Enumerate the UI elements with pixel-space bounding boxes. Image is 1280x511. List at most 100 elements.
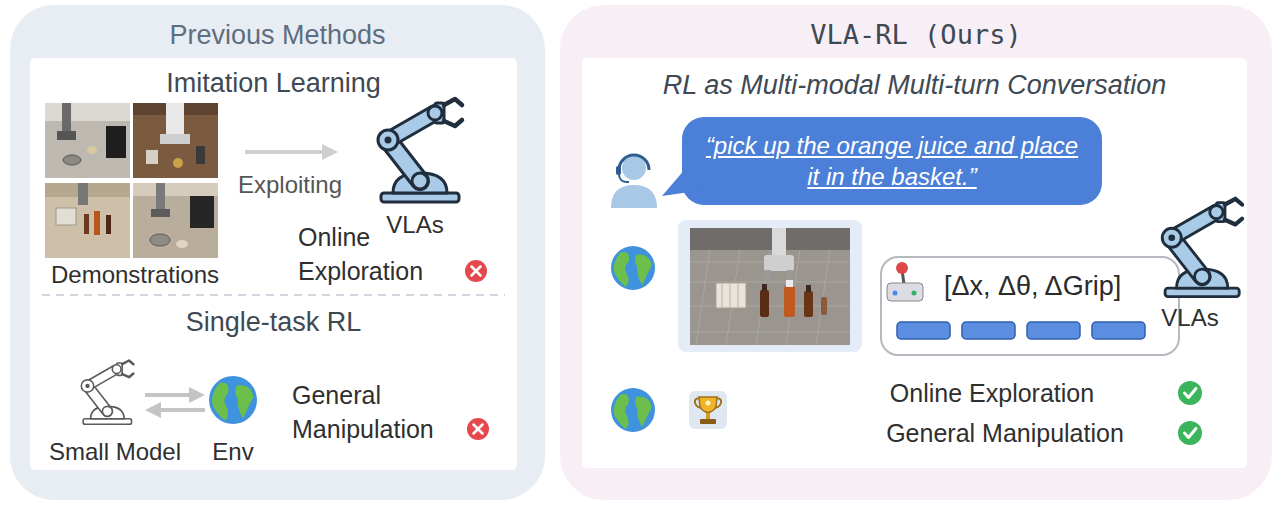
globe-icon bbox=[614, 252, 629, 287]
robot-arm-outline bbox=[102, 406, 112, 416]
environment-photo bbox=[766, 270, 771, 282]
environment-photo bbox=[696, 250, 710, 345]
bubble-text: “pick up the orange juice and place it i… bbox=[702, 130, 1082, 192]
environment-photo bbox=[816, 250, 830, 345]
robot-arm-icon bbox=[388, 113, 435, 140]
robot-arm-icon bbox=[1177, 269, 1228, 288]
globe-icon bbox=[209, 376, 257, 424]
robot-arm-outline bbox=[112, 365, 121, 374]
demonstration-photo bbox=[45, 103, 218, 258]
globe-icon bbox=[611, 388, 655, 432]
success-mark bbox=[1178, 381, 1202, 405]
environment-photo bbox=[821, 297, 827, 315]
robot-arm-icon bbox=[1162, 228, 1181, 247]
success-mark bbox=[1178, 381, 1202, 405]
joystick-icon bbox=[896, 262, 908, 274]
caption-label: Env bbox=[212, 438, 253, 467]
demonstration-photo bbox=[45, 103, 130, 121]
robot-arm-icon bbox=[1172, 238, 1202, 277]
robot-arm-outline bbox=[83, 419, 131, 425]
action-token bbox=[1092, 322, 1145, 339]
demonstration-photo bbox=[133, 183, 218, 196]
environment-photo bbox=[760, 290, 769, 317]
demonstration-photo bbox=[57, 131, 76, 140]
interaction-arrow bbox=[145, 402, 205, 418]
fail-mark bbox=[467, 418, 489, 440]
robot-arm-outline bbox=[88, 369, 117, 386]
robot-arm-outline bbox=[81, 360, 133, 424]
reward-trophy bbox=[689, 391, 727, 429]
caption-label: Online Exploration bbox=[298, 220, 463, 288]
demonstration-photo bbox=[56, 208, 76, 225]
section-heading: Imitation Learning bbox=[40, 67, 507, 99]
robot-arm-icon bbox=[1216, 203, 1225, 222]
robot-arm-icon bbox=[388, 140, 420, 181]
environment-photo bbox=[690, 262, 850, 263]
environment-photo bbox=[690, 332, 850, 333]
demonstration-photo bbox=[190, 196, 214, 228]
exploiting-arrow bbox=[245, 150, 328, 154]
robot-arm-icon bbox=[1225, 219, 1242, 225]
environment-photo bbox=[804, 291, 813, 317]
success-mark bbox=[1185, 389, 1197, 398]
environment-photo bbox=[756, 250, 770, 345]
caption-label: General Manipulation bbox=[292, 378, 464, 446]
reward-trophy bbox=[714, 398, 721, 408]
bubble-tail bbox=[662, 168, 704, 196]
reward-trophy bbox=[700, 419, 716, 424]
section-divider bbox=[42, 295, 505, 296]
caption-label: Small Model bbox=[49, 438, 181, 467]
robot-arm-icon bbox=[428, 106, 442, 120]
robot-arm-icon bbox=[388, 140, 420, 181]
robot-arm-outline bbox=[88, 386, 108, 411]
section-divider bbox=[42, 294, 505, 296]
demonstration-photo bbox=[78, 183, 88, 205]
environment-photo bbox=[722, 283, 723, 308]
environment-photo bbox=[787, 270, 792, 282]
demonstration-photo bbox=[106, 215, 111, 234]
user-icon bbox=[619, 175, 629, 182]
caption-label: Demonstrations bbox=[51, 261, 219, 290]
reward-trophy bbox=[706, 401, 711, 406]
robot-arm-outline bbox=[122, 360, 133, 364]
environment-photo bbox=[764, 255, 794, 271]
environment-photo bbox=[772, 228, 786, 258]
user-icon bbox=[611, 185, 657, 208]
globe-icon bbox=[611, 246, 655, 290]
section-heading: RL as Multi-modal Multi-turn Conversatio… bbox=[592, 69, 1237, 101]
bubble-tail bbox=[662, 168, 704, 196]
robot-arm-icon bbox=[1162, 199, 1242, 297]
user-icon bbox=[622, 156, 646, 180]
caption-label: Online Exploration bbox=[890, 378, 1094, 408]
demonstration-photo bbox=[133, 103, 218, 178]
demonstration-photo bbox=[146, 150, 158, 164]
interaction-arrow bbox=[145, 393, 195, 397]
joystick-icon bbox=[887, 283, 923, 301]
robot-arm-icon bbox=[444, 120, 462, 126]
reward-trophy bbox=[695, 398, 702, 408]
fail-mark bbox=[467, 418, 489, 440]
demonstration-photo bbox=[133, 103, 218, 115]
environment-photo bbox=[738, 283, 739, 308]
robot-arm-icon bbox=[1168, 234, 1175, 241]
environment-photo bbox=[678, 220, 862, 352]
demonstration-photo bbox=[196, 146, 205, 164]
demonstration-photo bbox=[151, 209, 170, 217]
bubble-text: [Δx, Δθ, ΔGrip] bbox=[944, 270, 1168, 302]
robot-arm-outline bbox=[122, 374, 133, 378]
demonstration-photo bbox=[166, 103, 184, 137]
action-bubble: [Δx, Δθ, ΔGrip] bbox=[880, 256, 1180, 356]
reward-trophy bbox=[699, 397, 717, 413]
demonstration-photo bbox=[45, 183, 130, 258]
joystick-icon bbox=[902, 270, 904, 284]
environment-photo bbox=[786, 280, 793, 287]
demonstration-photo bbox=[173, 158, 183, 168]
globe-icon bbox=[635, 396, 652, 427]
caption-label: VLAs bbox=[1161, 304, 1218, 333]
action-token bbox=[962, 322, 1015, 339]
demonstration-photo bbox=[156, 183, 165, 211]
fail-mark bbox=[474, 425, 483, 434]
interaction-arrow bbox=[145, 387, 205, 403]
fail-mark bbox=[465, 260, 487, 282]
robot-arm-outline bbox=[91, 406, 124, 418]
